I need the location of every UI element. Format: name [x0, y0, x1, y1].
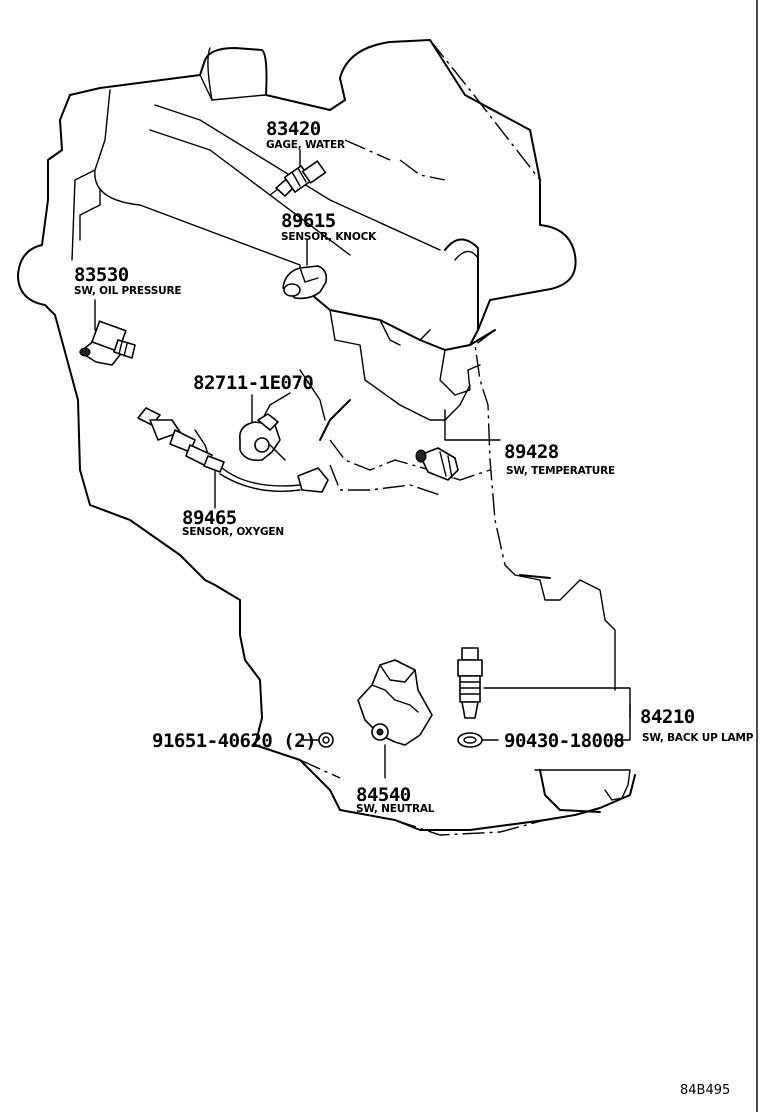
part-name-89465: SENSOR, OXYGEN	[182, 526, 284, 538]
oxygen-sensor-part[interactable]	[137, 407, 329, 493]
part-number-83420: 83420	[266, 118, 321, 140]
part-number-84540: 84540	[356, 784, 411, 806]
water-gage-part[interactable]	[275, 160, 327, 197]
oil-pressure-switch-part[interactable]	[79, 320, 136, 366]
bolt-part[interactable]	[318, 732, 334, 748]
leader-lines	[94, 149, 631, 779]
back-up-lamp-switch-part[interactable]	[457, 647, 483, 719]
neutral-switch-part[interactable]	[357, 659, 433, 746]
part-name-89615: SENSOR, KNOCK	[281, 231, 377, 243]
temperature-switch-part[interactable]	[415, 447, 459, 481]
part-number-89615: 89615	[281, 210, 336, 232]
clamp-part[interactable]	[238, 413, 286, 462]
part-name-84540: SW, NEUTRAL	[356, 803, 435, 815]
part-name-83530: SW, OIL PRESSURE	[74, 285, 181, 297]
knock-sensor-part[interactable]	[282, 265, 328, 300]
part-number-84210: 84210	[640, 706, 695, 728]
part-number-83530: 83530	[74, 264, 129, 286]
part-number-90430: 90430-18008	[504, 730, 624, 752]
engine-outline	[17, 39, 636, 836]
part-number-89465: 89465	[182, 507, 237, 529]
part-number-89428: 89428	[504, 441, 559, 463]
part-name-84210: SW, BACK UP LAMP	[642, 732, 754, 744]
gasket-part[interactable]	[457, 732, 483, 748]
part-number-91651: 91651-40620 (2)	[152, 730, 316, 752]
part-number-82711: 82711-1E070	[193, 372, 313, 394]
diagram-code: 84B495	[680, 1083, 730, 1098]
part-name-83420: GAGE, WATER	[266, 139, 345, 151]
part-name-89428: SW, TEMPERATURE	[506, 465, 615, 477]
